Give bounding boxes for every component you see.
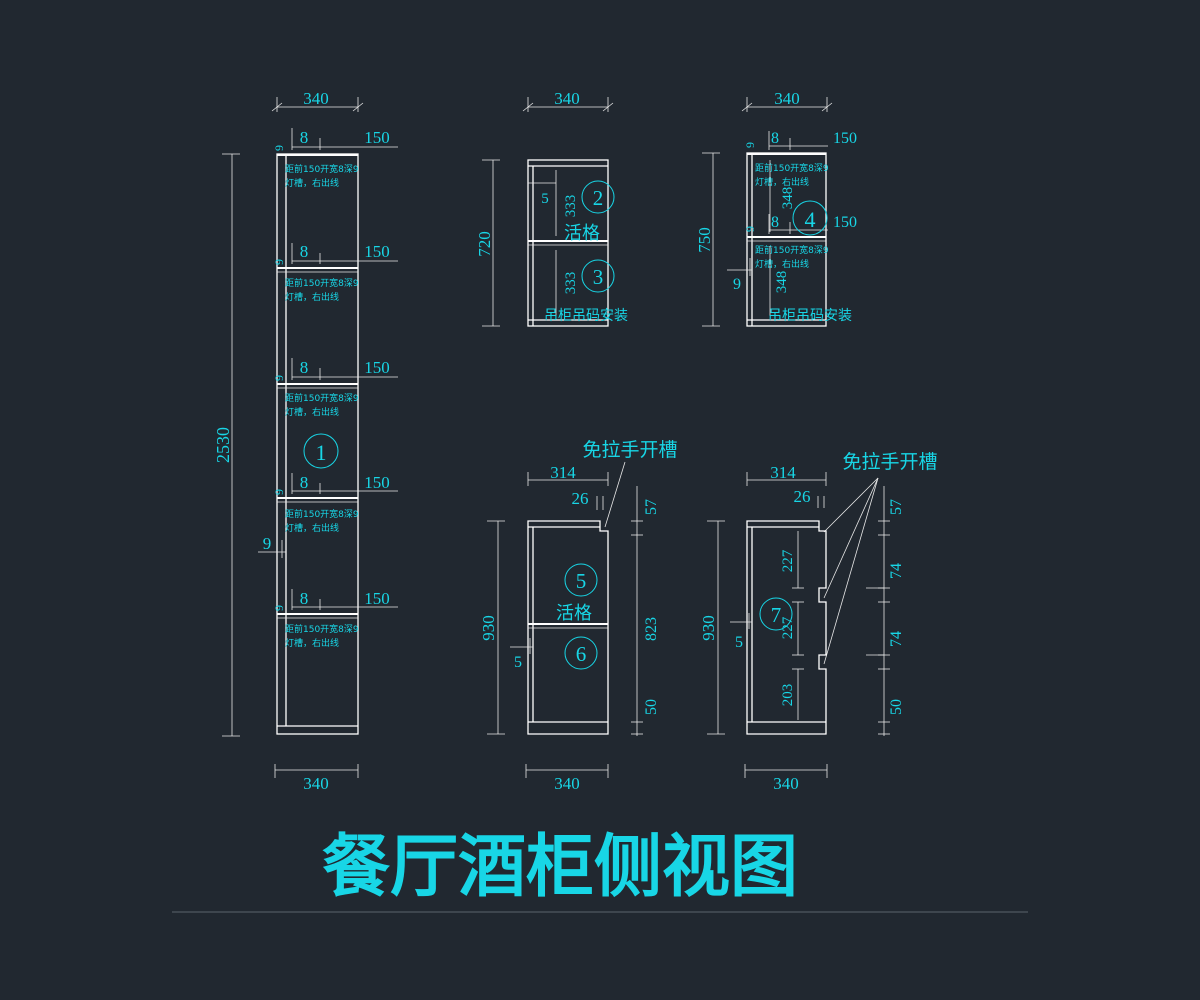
cabinet-1: 340 2530 8 150 [213, 89, 398, 793]
cabinet3-dim-8: 8 [771, 214, 779, 231]
cabinet5-groove: 26 [794, 487, 811, 506]
cabinet1-note-line1: 距前150开宽8深9 [285, 277, 359, 289]
cabinet5-width-bottom: 340 [773, 774, 799, 793]
cabinet3-upper-height: 348 [780, 187, 796, 210]
cabinet1-width-top: 340 [303, 89, 329, 108]
cabinet5-offset: 5 [735, 634, 743, 651]
cabinet5-inner-3: 203 [780, 684, 796, 707]
cabinet2-install-note: 吊柜吊码安装 [544, 308, 628, 324]
cabinet4-marker-lower-circle [564, 636, 598, 670]
cabinet3-note-line1: 距前150开宽8深9 [755, 244, 829, 256]
cabinet3-install-note: 吊柜吊码安装 [768, 308, 852, 324]
cabinet5-marker: 7 [771, 603, 782, 627]
cabinet3-dim-9: 9 [743, 226, 757, 232]
cabinet5-marker-circle [759, 597, 793, 631]
cabinet1-note-line2: 灯槽，右出线 [285, 522, 339, 534]
cabinet2-marker-upper: 2 [593, 186, 604, 210]
cabinet3-width: 340 [774, 89, 800, 108]
cabinet5-callout: 免拉手开槽 [842, 451, 937, 473]
cabinet3-height: 750 [695, 227, 714, 253]
cabinet1-note-line1: 距前150开宽8深9 [285, 508, 359, 520]
cabinet4-width-bottom: 340 [554, 774, 580, 793]
cabinet-5: 免拉手开槽 314 26 930 227 227 203 5 7 [699, 451, 938, 793]
cabinet2-marker-upper-circle [581, 180, 615, 214]
cabinet1-dim-8: 8 [300, 358, 309, 377]
cabinet1-dim-9: 9 [272, 375, 286, 381]
cabinet5-right-mid2: 74 [888, 631, 905, 647]
cabinet1-notes: 距前150开宽8深9 灯槽，右出线 距前150开宽8深9 灯槽，右出线 距前15… [285, 163, 359, 649]
cabinet1-note-line1: 距前150开宽8深9 [285, 163, 359, 175]
cabinet1-dim-8: 8 [300, 589, 309, 608]
cabinet4-shelf-label: 活格 [556, 603, 592, 624]
cabinet1-dim-150: 150 [364, 473, 390, 492]
cabinet-2: 340 720 5 333 333 2 3 活格 吊柜吊码安装 [475, 89, 628, 327]
cabinet2-upper-height: 333 [563, 195, 579, 218]
cabinet1-dim-8: 8 [300, 473, 309, 492]
cabinet1-dim-9: 9 [272, 605, 286, 611]
cabinet2-shelf-label: 活格 [564, 223, 600, 244]
cabinet4-marker-upper-circle [564, 563, 598, 597]
cabinet1-dim-9: 9 [272, 145, 286, 151]
cabinet4-marker-lower: 6 [576, 642, 587, 666]
cabinet3-dim-150: 150 [833, 130, 857, 147]
cabinet2-width: 340 [554, 89, 580, 108]
cabinet-3: 340 750 8 150 9 8 150 9 距前150开宽8深9 灯槽，右出… [695, 89, 857, 327]
cabinet1-width-bottom: 340 [303, 774, 329, 793]
cabinet4-right-bottom: 50 [643, 699, 660, 715]
cabinet5-right-top: 57 [888, 499, 905, 515]
cabinet5-inner-2: 227 [780, 616, 796, 639]
cabinet5-right-mid1: 74 [888, 563, 905, 579]
cabinet1-dim-9: 9 [272, 489, 286, 495]
cabinet5-height: 930 [699, 615, 718, 641]
cabinet4-height: 930 [479, 615, 498, 641]
cabinet1-dim-150: 150 [364, 358, 390, 377]
cabinet1-dim-8: 8 [300, 128, 309, 147]
cabinet1-dim-8: 8 [300, 242, 309, 261]
cabinet1-dim-150: 150 [364, 242, 390, 261]
cabinet4-right-top: 57 [643, 499, 660, 515]
cabinet1-note-line1: 距前150开宽8深9 [285, 623, 359, 635]
cabinet1-shelf-dims: 8 150 9 8 150 9 8 150 9 8 150 9 8 150 [272, 128, 398, 611]
cabinet4-right-mid: 823 [643, 617, 660, 641]
cabinet3-dim-9: 9 [743, 142, 757, 148]
cabinet3-dim-8: 8 [771, 130, 779, 147]
cabinet1-note-line2: 灯槽，右出线 [285, 177, 339, 189]
cabinet1-marker-circle [303, 433, 339, 469]
cabinet2-lower-height: 333 [563, 272, 579, 295]
cabinet4-groove: 26 [572, 489, 589, 508]
cabinet3-marker-circle [792, 200, 828, 236]
cabinet3-note-line2: 灯槽，右出线 [755, 176, 809, 188]
cabinet1-note-line2: 灯槽，右出线 [285, 291, 339, 303]
cabinet1-note-line2: 灯槽，右出线 [285, 406, 339, 418]
drawing-title: 餐厅酒柜侧视图 [322, 828, 798, 907]
cabinet5-inner-1: 227 [780, 549, 796, 572]
cabinet-4: 免拉手开槽 314 26 930 5 5 6 活格 57 823 5 [479, 439, 678, 793]
cabinet1-gap: 9 [263, 534, 272, 553]
cabinet1-dim-150: 150 [364, 128, 390, 147]
cabinet3-gap: 9 [733, 276, 741, 293]
cabinet4-marker-upper: 5 [576, 569, 587, 593]
cabinet1-note-line1: 距前150开宽8深9 [285, 392, 359, 404]
cabinet3-lower-height: 348 [774, 271, 790, 294]
cabinet5-right-bottom: 50 [888, 699, 905, 715]
cabinet1-marker: 1 [316, 440, 327, 465]
cabinet2-marker-lower: 3 [593, 265, 604, 289]
cabinet3-marker: 4 [805, 207, 816, 232]
cabinet4-offset: 5 [514, 654, 522, 671]
cabinet1-note-line2: 灯槽，右出线 [285, 637, 339, 649]
cabinet3-note-line2: 灯槽，右出线 [755, 258, 809, 270]
cabinet2-offset: 5 [541, 191, 549, 207]
cabinet3-note-line1: 距前150开宽8深9 [755, 162, 829, 174]
cabinet3-dim-150: 150 [833, 214, 857, 231]
cabinet4-callout: 免拉手开槽 [582, 439, 677, 461]
cabinet1-dim-150: 150 [364, 589, 390, 608]
cabinet2-height: 720 [475, 231, 494, 257]
cabinet5-top-width: 314 [770, 463, 796, 482]
cabinet1-dim-9: 9 [272, 259, 286, 265]
cabinet2-marker-lower-circle [581, 259, 615, 293]
cabinet4-top-width: 314 [550, 463, 576, 482]
cabinet1-height: 2530 [213, 427, 233, 463]
